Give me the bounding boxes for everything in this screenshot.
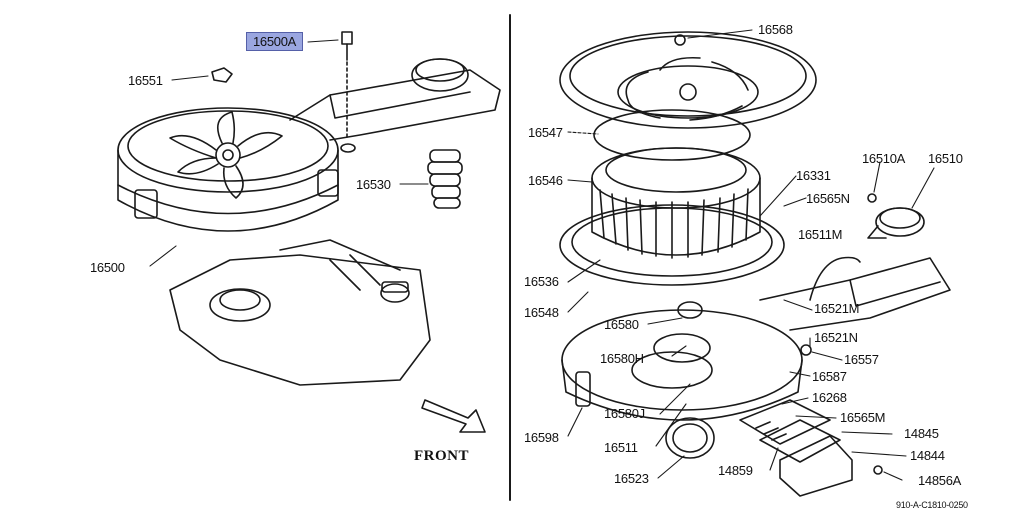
label-14856A[interactable]: 14856A — [918, 473, 962, 488]
label-16523[interactable]: 16523 — [614, 471, 649, 486]
label-16580[interactable]: 16580 — [604, 317, 639, 332]
label-16565M[interactable]: 16565M — [840, 410, 886, 425]
label-16548[interactable]: 16548 — [524, 305, 559, 320]
label-16510[interactable]: 16510 — [928, 151, 963, 166]
label-14845[interactable]: 14845 — [904, 426, 939, 441]
label-16521M[interactable]: 16521M — [814, 301, 860, 316]
label-16580H[interactable]: 16580H — [600, 351, 644, 366]
label-16587[interactable]: 16587 — [812, 369, 847, 384]
label-16547[interactable]: 16547 — [528, 125, 563, 140]
left-air-cleaner-drawing — [117, 31, 501, 433]
right-exploded-drawing — [559, 31, 951, 497]
label-16546[interactable]: 16546 — [528, 173, 563, 188]
label-14859[interactable]: 14859 — [718, 463, 753, 478]
label-16510A[interactable]: 16510A — [862, 151, 906, 166]
label-16568[interactable]: 16568 — [758, 22, 793, 37]
label-16565N[interactable]: 16565N — [806, 191, 850, 206]
front-label: FRONT — [414, 448, 469, 464]
label-16551[interactable]: 16551 — [128, 73, 163, 88]
label-16530[interactable]: 16530 — [356, 177, 391, 192]
figure-code: 910-A-C1810-0250 — [896, 500, 968, 510]
label-16557[interactable]: 16557 — [844, 352, 879, 367]
leader-lines — [149, 29, 935, 481]
label-16511M[interactable]: 16511M — [798, 227, 843, 242]
label-16511[interactable]: 16511 — [604, 440, 638, 455]
label-16331[interactable]: 16331 — [796, 168, 831, 183]
label-16500[interactable]: 16500 — [90, 260, 125, 275]
label-16536[interactable]: 16536 — [524, 274, 559, 289]
label-16268[interactable]: 16268 — [812, 390, 847, 405]
label-16500A[interactable]: 16500A — [246, 32, 304, 51]
label-16580J[interactable]: 16580J — [604, 406, 645, 421]
label-14844[interactable]: 14844 — [910, 448, 945, 463]
label-16521N[interactable]: 16521N — [814, 330, 858, 345]
label-16598[interactable]: 16598 — [524, 430, 559, 445]
